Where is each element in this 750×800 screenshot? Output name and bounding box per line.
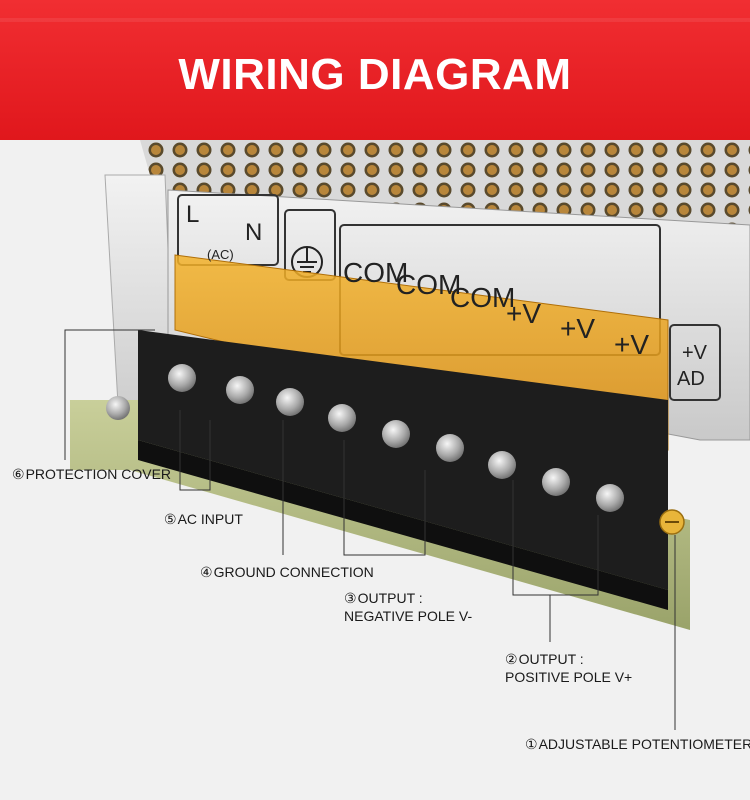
power-supply-photo <box>0 140 750 800</box>
terminal-mark-ac: (AC) <box>207 247 234 262</box>
label-text-line-2: NEGATIVE POLE V- <box>344 608 473 624</box>
label-output-positive: ②OUTPUT : POSITIVE POLE V+ <box>505 650 632 686</box>
label-number: ③ <box>344 590 357 606</box>
title-banner: WIRING DIAGRAM <box>0 0 750 140</box>
page-title: WIRING DIAGRAM <box>178 50 572 99</box>
terminal-mark-adj-ad: AD <box>677 368 705 390</box>
terminal-mark-n: N <box>245 219 263 246</box>
label-text: AC INPUT <box>177 511 243 527</box>
terminal-mark-com-2: COM <box>396 269 462 300</box>
label-text: ADJUSTABLE POTENTIOMETER <box>538 736 750 752</box>
label-text-line-2: POSITIVE POLE V+ <box>505 669 633 685</box>
label-protection-cover: ⑥PROTECTION COVER <box>12 465 171 483</box>
label-number: ⑤ <box>164 511 177 527</box>
label-number: ⑥ <box>12 466 25 482</box>
terminal-mark-l: L <box>186 201 200 228</box>
screw-terminal-icon <box>168 364 624 512</box>
label-ac-input: ⑤AC INPUT <box>164 510 243 528</box>
terminal-mark-adj-v: +V <box>682 342 708 364</box>
label-text: GROUND CONNECTION <box>213 564 374 580</box>
terminal-mark-v-1: +V <box>506 298 542 329</box>
terminal-mark-v-3: +V <box>614 329 650 360</box>
label-number: ① <box>525 736 538 752</box>
potentiometer-icon <box>659 509 685 535</box>
label-ground-connection: ④GROUND CONNECTION <box>200 563 374 581</box>
label-number: ② <box>505 651 518 667</box>
banner-band <box>0 18 750 22</box>
label-text: OUTPUT : <box>357 590 423 606</box>
terminal-mark-v-2: +V <box>560 313 596 344</box>
terminal-mark-com-1: COM <box>343 257 409 288</box>
label-potentiometer: ①ADJUSTABLE POTENTIOMETER <box>525 735 750 753</box>
label-output-negative: ③OUTPUT : NEGATIVE POLE V- <box>344 589 472 625</box>
terminal-mark-com-3: COM <box>450 282 516 313</box>
label-text: PROTECTION COVER <box>25 466 172 482</box>
label-number: ④ <box>200 564 213 580</box>
label-text: OUTPUT : <box>518 651 584 667</box>
